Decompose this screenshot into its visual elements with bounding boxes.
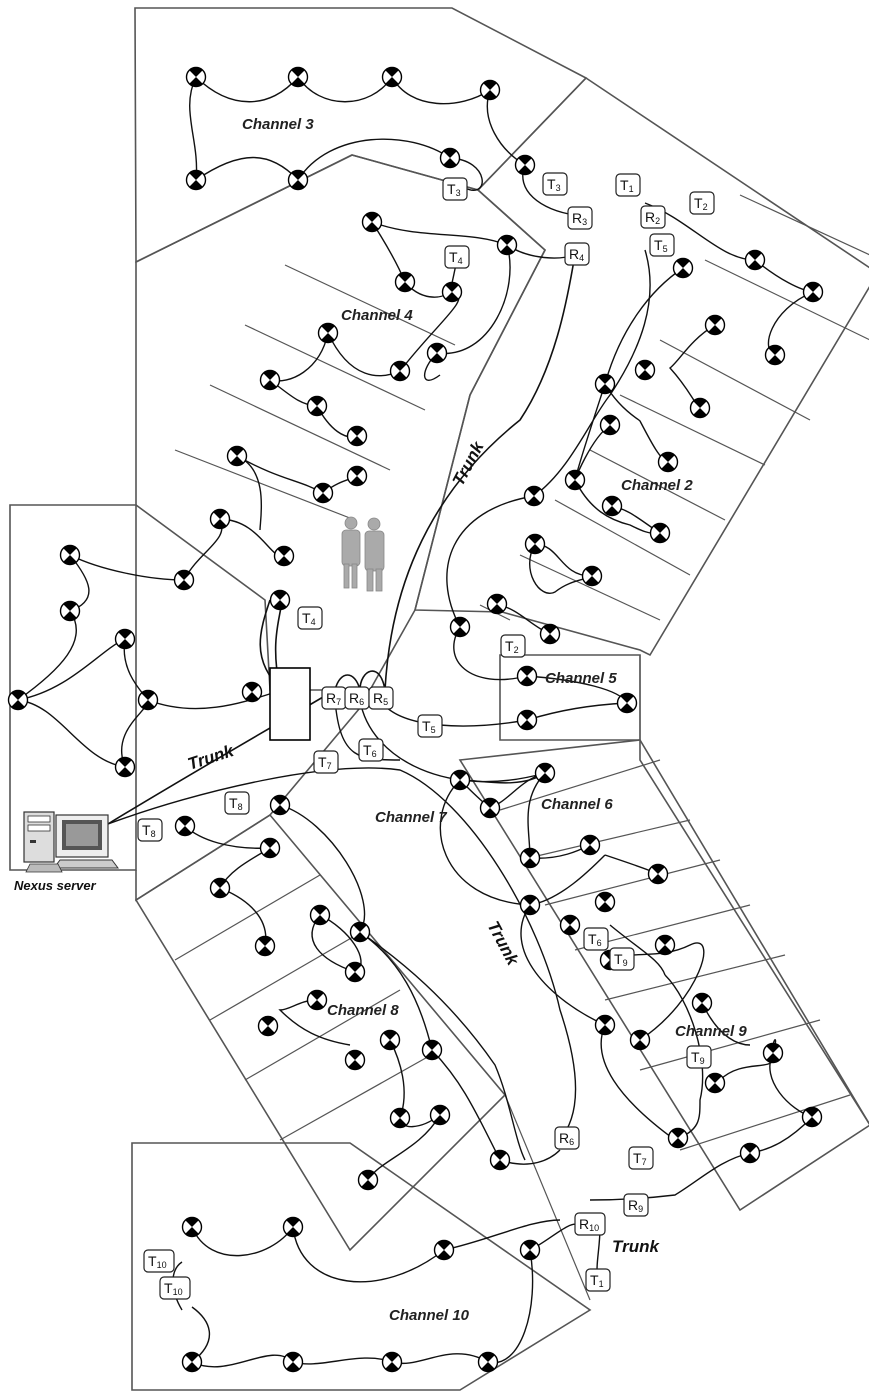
hub-box <box>270 668 310 740</box>
channel-8-label: Channel 8 <box>327 1002 399 1019</box>
trunk-label-upper: Trunk <box>449 437 489 489</box>
transmitter-tag: T3 <box>543 173 567 195</box>
labels: Channel 3 Channel 4 Channel 2 Channel 5 … <box>14 116 747 1324</box>
transmitter-tag: T1 <box>586 1269 610 1291</box>
sensor-nodes <box>9 68 823 1372</box>
channel-2-label: Channel 2 <box>621 477 693 494</box>
transmitter-tag: T9 <box>687 1046 711 1068</box>
left-wing-region <box>136 155 545 690</box>
transmitter-tag: T2 <box>501 635 525 657</box>
router-tag: R2 <box>641 206 665 228</box>
channel-6-label: Channel 6 <box>541 796 613 813</box>
transmitter-tag: T4 <box>298 607 322 629</box>
transmitter-tag: T8 <box>225 792 249 814</box>
router-tag: R6 <box>555 1127 579 1149</box>
transmitter-tag: T7 <box>314 751 338 773</box>
channel-3-region <box>135 8 586 262</box>
router-tag: R4 <box>565 243 589 265</box>
transmitter-tag: T9 <box>610 948 634 970</box>
transmitter-tag: T10 <box>160 1277 190 1299</box>
computer-icon <box>24 812 118 872</box>
router-tag: R9 <box>624 1194 648 1216</box>
transmitter-tag: T5 <box>418 715 442 737</box>
transmitter-tag: T6 <box>584 928 608 950</box>
people-icon <box>342 517 384 591</box>
channel-10-label: Channel 10 <box>389 1307 470 1324</box>
transmitter-tag: T3 <box>443 178 467 200</box>
router-tag: R10 <box>575 1213 605 1235</box>
wall-left-lower <box>136 690 375 900</box>
transmitter-tag: T7 <box>629 1147 653 1169</box>
nexus-server-label: Nexus server <box>14 878 97 893</box>
transmitter-tag: T8 <box>138 819 162 841</box>
cable-wiring <box>18 77 813 1367</box>
trunk-label-bottom: Trunk <box>612 1237 660 1256</box>
transmitter-tag: T4 <box>445 246 469 268</box>
transmitter-tag: T10 <box>144 1250 174 1272</box>
router-tag: R7 <box>322 687 346 709</box>
channel-9-label: Channel 9 <box>675 1023 747 1040</box>
channel-3-label: Channel 3 <box>242 116 314 133</box>
channel-7-label: Channel 7 <box>375 809 447 826</box>
router-tag: R6 <box>345 687 369 709</box>
transmitter-tag: T2 <box>690 192 714 214</box>
transmitter-tag: T6 <box>359 739 383 761</box>
trunk-label-lower: Trunk <box>483 918 523 970</box>
trunk-label-left: Trunk <box>185 741 237 774</box>
router-tag: R3 <box>568 207 592 229</box>
transmitter-tag: T1 <box>616 174 640 196</box>
channel-5-label: Channel 5 <box>545 670 617 687</box>
transmitter-tag: T5 <box>650 234 674 256</box>
channel-8-wing-region <box>136 815 505 1250</box>
router-tag: R5 <box>369 687 393 709</box>
channel-4-label: Channel 4 <box>341 307 413 324</box>
